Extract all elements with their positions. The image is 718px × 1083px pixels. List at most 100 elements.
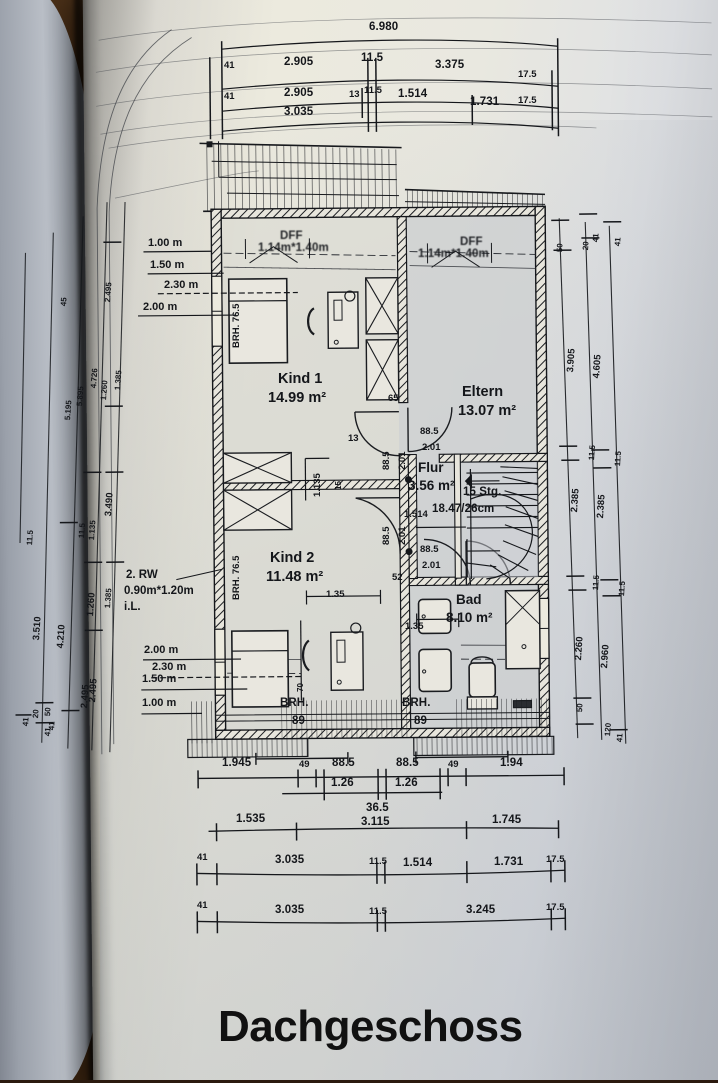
dim-wc-135: 1.35 (405, 622, 424, 632)
dim-top3-c: 11.5 (364, 86, 382, 96)
dim-top3-e: 1.731 (470, 97, 499, 109)
dim-door-c-w: 88.5 (420, 427, 439, 437)
dim-right-41a: 41 (592, 233, 601, 242)
dim-right-50b: 50 (576, 703, 585, 712)
dim-right-115c: 11.5 (614, 451, 623, 467)
dim-bottom3-e: 17.5 (546, 855, 565, 865)
height-marker-3: 2.30 m (164, 280, 198, 291)
dim-right-2260: 2.260 (574, 636, 585, 660)
room-area-eltern: 13.07 m² (458, 404, 516, 419)
dim-top3-41: 41 (224, 92, 235, 102)
dim-top4: 3.035 (284, 107, 313, 119)
dim-left-5895: 5.895 (76, 386, 85, 407)
rescue-window-note-line2: 0.90m*1.20m (124, 586, 194, 598)
skylight-size-1: 1.14m*1.40m (258, 243, 329, 255)
dim-left-3490: 3.490 (104, 492, 115, 516)
dim-interior-70: 70 (297, 683, 305, 692)
dim-left-41a: 41 (22, 717, 31, 726)
dim-bottom1-c: 88.5 (332, 758, 355, 770)
roof-hatch-top (200, 138, 546, 213)
dim-bottom3-c: 1.514 (403, 858, 432, 870)
brh-bottom-value-2: 89 (414, 716, 427, 728)
dim-left-45: 45 (60, 297, 69, 306)
dim-door-a-w: 88.5 (382, 452, 392, 471)
dim-right-50a: 50 (556, 243, 565, 252)
brh-label-left-1: BRH. 76.5 (232, 304, 242, 348)
dim-left-1385a: 1.385 (104, 588, 113, 609)
brh-bottom-value-1: 89 (292, 716, 305, 728)
dim-left-20: 20 (32, 709, 41, 718)
dim-flur-width: 1.514 (404, 510, 428, 520)
dim-right-115d: 11.5 (618, 581, 627, 597)
dim-bottom1-a: 1.945 (222, 758, 251, 770)
dim-top3-d: 1.514 (398, 89, 427, 101)
top-dimension-chains (210, 38, 559, 139)
dim-kind2-135: 1.35 (326, 590, 345, 600)
dim-interior-65: 65 (388, 394, 399, 404)
dim-bottom1-e: 49 (448, 760, 459, 770)
right-dimension-chains (551, 214, 628, 745)
roof-projection-lines (95, 16, 713, 199)
dim-bottom2-365: 36.5 (366, 803, 389, 815)
dim-bottom1-f: 1.94 (500, 758, 523, 770)
dim-left-2495c: 2.495 (88, 678, 99, 702)
dim-door-b-h: 2.01 (398, 527, 408, 546)
dim-bottom4-b: 11.5 (369, 907, 387, 917)
dim-door-c-h: 2.01 (422, 443, 441, 453)
dim-door-a-h: 2.01 (398, 452, 408, 471)
height-marker-7: 1.50 m (142, 674, 176, 685)
height-marker-2: 1.50 m (150, 260, 184, 271)
rescue-window-note-line3: i.L. (124, 602, 141, 614)
room-area-bad: 8.10 m² (446, 611, 493, 625)
dim-bottom1b-a: 1.26 (331, 778, 354, 790)
dim-top2-c: 3.375 (435, 60, 464, 72)
dim-kind1-1135: 1.135 (313, 473, 323, 497)
dim-left-1260a: 1.260 (86, 592, 97, 616)
room-label-kind1: Kind 1 (278, 372, 322, 387)
dim-right-4605: 4.605 (592, 354, 603, 378)
height-marker-6: 2.30 m (152, 662, 186, 673)
dim-door-d-w: 88.5 (420, 545, 439, 555)
dim-bottom4-41: 41 (197, 901, 208, 911)
height-marker-8: 1.00 m (142, 698, 176, 709)
skylight-label-1: DFF (280, 231, 303, 243)
room-area-kind1: 14.99 m² (268, 391, 326, 406)
page-title: Dachgeschoss (218, 1002, 523, 1052)
rescue-window-note-line1: 2. RW (126, 570, 158, 582)
dim-bottom4-c: 3.245 (466, 905, 495, 917)
dim-bottom2-b: 3.115 (361, 817, 390, 829)
dim-bottom3-a: 3.035 (275, 855, 304, 867)
brh-bottom-label-2: BRH. (402, 698, 431, 710)
skylight-size-2: 1.14m*1.40m (418, 249, 489, 261)
dim-bottom4-a: 3.035 (275, 905, 304, 917)
height-marker-5: 2.00 m (144, 645, 178, 656)
dim-left-41c: 41 (44, 727, 53, 736)
dim-bottom2-a: 1.535 (236, 814, 265, 826)
dim-left-3510: 3.510 (32, 616, 43, 640)
dim-bottom1-b: 49 (299, 760, 310, 770)
room-label-bad: Bad (456, 593, 482, 607)
dim-bottom1b-b: 1.26 (395, 778, 418, 790)
room-label-flur: Flur (418, 461, 444, 475)
dim-right-20: 20 (582, 241, 591, 250)
dim-bottom3-b: 11.5 (369, 857, 387, 867)
stairs-count-label: 15 Stg. (463, 487, 501, 499)
dim-left-1260b: 1.260 (100, 380, 109, 401)
dim-left-115b: 11.5 (78, 523, 87, 539)
dim-left-115a: 11.5 (26, 530, 35, 546)
dim-right-41c: 41 (614, 237, 623, 246)
dim-top3-f: 17.5 (518, 96, 537, 106)
dim-left-1385b: 1.385 (114, 370, 123, 391)
dim-right-2385a: 2.385 (570, 488, 581, 512)
dim-bottom3-41: 41 (197, 853, 208, 863)
dim-bottom2-c: 1.745 (492, 815, 521, 827)
dim-interior-13: 13 (348, 434, 359, 444)
dim-right-120: 120 (604, 723, 613, 737)
room-area-flur: 3.56 m² (408, 479, 455, 493)
height-marker-1: 1.00 m (148, 238, 182, 249)
room-label-eltern: Eltern (462, 385, 503, 400)
dim-top2-b: 11.5 (361, 53, 383, 65)
dim-top2-d: 17.5 (518, 70, 537, 80)
dim-right-115a: 11.5 (588, 445, 597, 461)
